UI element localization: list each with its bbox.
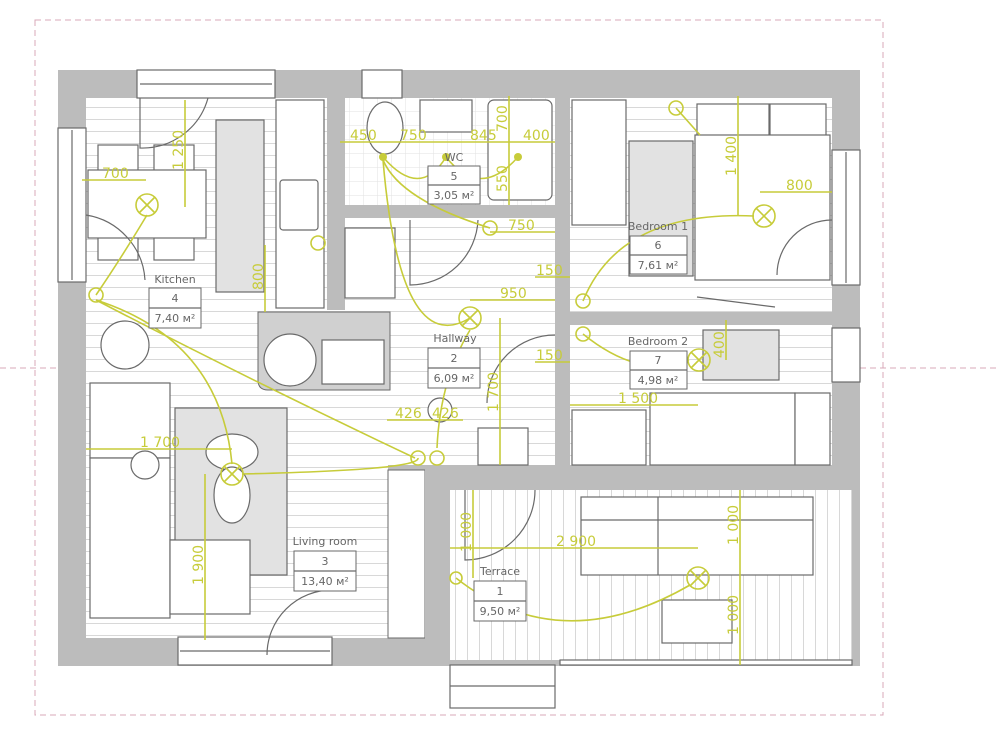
- kitchen-furniture: [85, 97, 325, 309]
- svg-text:3: 3: [322, 555, 329, 568]
- dim-label: 550: [495, 165, 511, 192]
- switch-icon: [482, 220, 498, 236]
- light-icon: [752, 204, 776, 228]
- windows: [57, 69, 861, 666]
- switch-icon: [410, 450, 426, 466]
- dim-label: 1 400: [724, 136, 740, 176]
- dim-label: 1 900: [191, 545, 207, 585]
- dim-label: 1 700: [140, 435, 180, 451]
- svg-text:3,05 м²: 3,05 м²: [434, 189, 475, 202]
- svg-text:4: 4: [172, 292, 179, 305]
- dim-label: 700: [102, 166, 129, 182]
- dim-label: 150: [536, 263, 563, 279]
- wall-light-icon: [379, 153, 387, 161]
- dim-label: 1 700: [486, 372, 502, 412]
- dim-label: 1 000: [726, 595, 742, 635]
- svg-text:6,09 м²: 6,09 м²: [434, 372, 475, 385]
- dim-label: 700: [495, 105, 511, 132]
- room-label-hallway: Hallway 2 6,09 м²: [427, 332, 481, 389]
- dim-label: 750: [400, 128, 427, 144]
- dim-label: 426: [432, 406, 459, 422]
- switches: [88, 100, 684, 585]
- svg-text:6: 6: [655, 239, 662, 252]
- room-label-living-room: Living room 3 13,40 м²: [293, 535, 358, 592]
- dim-label: 1 500: [618, 391, 658, 407]
- svg-text:Bedroom 1: Bedroom 1: [628, 220, 688, 233]
- dim-label: 400: [712, 331, 728, 358]
- living-closet: [387, 469, 426, 639]
- dim-label: 1 000: [726, 505, 742, 545]
- dim-label: 800: [251, 263, 267, 290]
- room-label-kitchen: Kitchen 4 7,40 м²: [148, 273, 202, 329]
- dim-label: 1 000: [459, 512, 475, 552]
- svg-text:4,98 м²: 4,98 м²: [638, 374, 679, 387]
- ceiling-lights: [135, 193, 776, 590]
- room-label-bedroom-2: Bedroom 2 7 4,98 м²: [628, 335, 688, 390]
- switch-icon: [310, 235, 326, 251]
- svg-text:13,40 м²: 13,40 м²: [301, 575, 349, 588]
- light-icon: [135, 193, 159, 217]
- room-label-bedroom-1: Bedroom 1 6 7,61 м²: [628, 220, 688, 275]
- switch-icon: [575, 326, 591, 342]
- light-icon: [458, 306, 482, 330]
- svg-text:Hallway: Hallway: [433, 332, 477, 345]
- dimension-labels: 700 1 250 800 1 700 1 900 450 750 845 70…: [102, 105, 813, 635]
- switch-icon: [668, 100, 684, 116]
- svg-text:2: 2: [451, 352, 458, 365]
- dim-label: 750: [508, 218, 535, 234]
- svg-text:5: 5: [451, 170, 458, 183]
- light-icon: [220, 462, 244, 486]
- dim-label: 400: [523, 128, 550, 144]
- svg-text:9,50 м²: 9,50 м²: [480, 605, 521, 618]
- wall-light-icon: [514, 153, 522, 161]
- svg-text:Terrace: Terrace: [479, 565, 520, 578]
- room-label-terrace: Terrace 1 9,50 м²: [473, 565, 527, 622]
- dimension-lines: [82, 96, 832, 665]
- dim-label: 2 900: [556, 534, 596, 550]
- switch-icon: [429, 450, 445, 466]
- svg-text:7,61 м²: 7,61 м²: [638, 259, 679, 272]
- dim-label: 450: [350, 128, 377, 144]
- svg-text:Kitchen: Kitchen: [154, 273, 195, 286]
- svg-text:WC: WC: [445, 151, 464, 164]
- wall-light-icon: [442, 153, 450, 161]
- svg-text:Living room: Living room: [293, 535, 358, 548]
- dim-label: 950: [500, 286, 527, 302]
- terrace-furniture: [464, 489, 853, 666]
- svg-text:7: 7: [655, 354, 662, 367]
- dim-label: 1 250: [171, 130, 187, 170]
- socket-icon: [449, 571, 463, 585]
- dim-label: 800: [786, 178, 813, 194]
- dim-label: 845: [470, 128, 497, 144]
- svg-text:7,40 м²: 7,40 м²: [155, 312, 196, 325]
- dim-label: 426: [395, 406, 422, 422]
- light-icon: [686, 566, 710, 590]
- hall-closet: [344, 227, 396, 299]
- svg-text:Bedroom 2: Bedroom 2: [628, 335, 688, 348]
- room-label-wc: WC 5 3,05 м²: [427, 151, 481, 205]
- switch-icon: [88, 287, 104, 303]
- dim-label: 150: [536, 348, 563, 364]
- svg-text:1: 1: [497, 585, 504, 598]
- switch-icon: [575, 293, 591, 309]
- light-icon: [687, 348, 711, 372]
